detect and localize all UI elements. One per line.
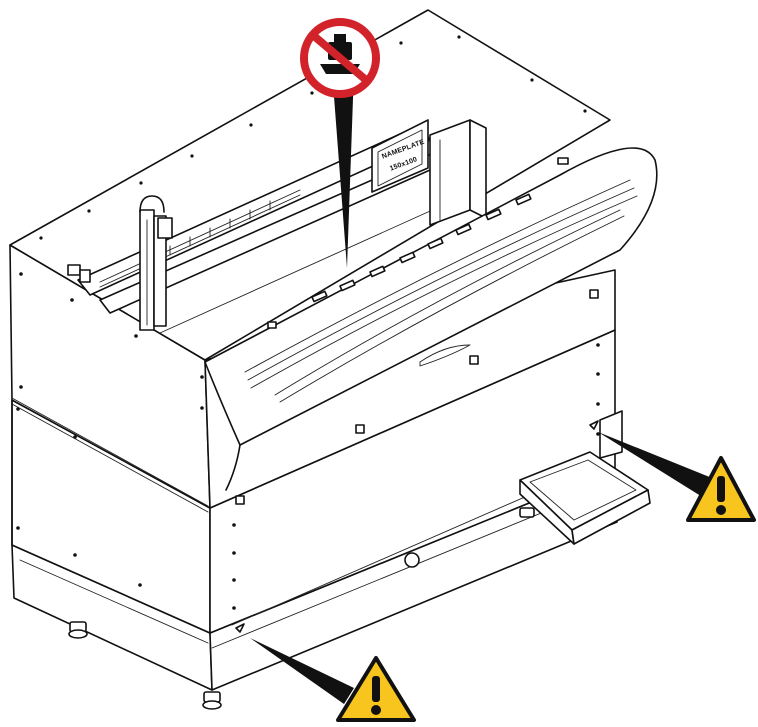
warning-pointer-right: [598, 432, 712, 498]
foot: [519, 507, 535, 518]
hood-vent-slots: [311, 193, 532, 303]
rack-teeth: [99, 189, 301, 288]
foot: [68, 621, 88, 639]
interior-deck: [67, 119, 487, 334]
pull-out-tray: [519, 410, 651, 545]
prohibition-pointer: [332, 70, 354, 268]
latch: [469, 355, 479, 365]
latch: [557, 157, 569, 165]
service-port: [404, 552, 420, 568]
back-panel-screws: [39, 35, 587, 240]
upper-left-screws: [19, 272, 204, 410]
foot: [202, 691, 222, 710]
latch: [235, 495, 245, 505]
pipetting-arm: [139, 195, 173, 331]
left-clamps: [67, 264, 91, 283]
latch: [267, 321, 277, 329]
front-hood: [204, 147, 658, 505]
no-heavy-load-icon: [300, 18, 380, 98]
latch: [589, 289, 599, 299]
nameplate: [371, 119, 429, 193]
warning-exclamation-icon: [686, 456, 756, 522]
warning-pointer-bottom: [250, 638, 354, 704]
rear-tower: [429, 119, 487, 226]
lower-front-screws: [232, 343, 600, 610]
warning-exclamation-icon: [336, 656, 416, 722]
latch: [355, 424, 365, 434]
